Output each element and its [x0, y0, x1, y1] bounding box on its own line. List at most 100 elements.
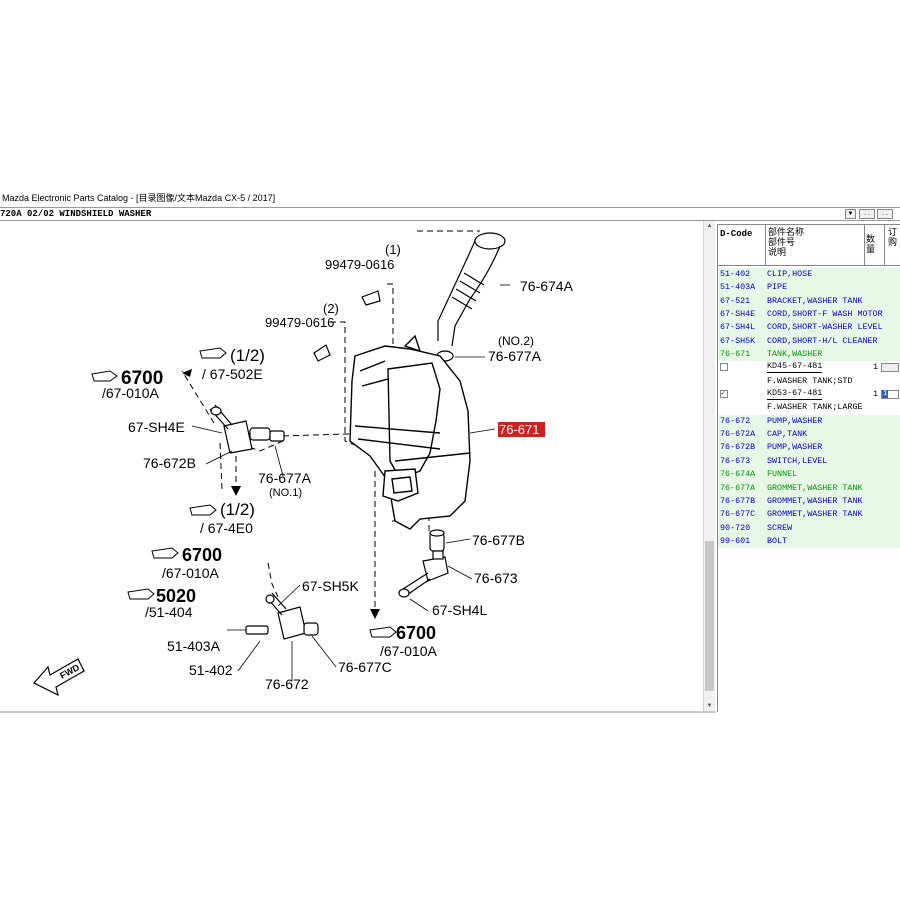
ref-5020[interactable]: 5020: [156, 586, 196, 606]
ref-6700-b[interactable]: 6700: [182, 545, 222, 565]
ref-half-a-sub[interactable]: / 67-502E: [202, 366, 263, 382]
header-divider: [864, 225, 865, 265]
table-row[interactable]: 67-SH4L CORD,SHORT-WASHER LEVEL: [718, 321, 900, 335]
label-screw2-pn[interactable]: 99479-0616: [265, 315, 334, 330]
ref-6700-b-sub[interactable]: /67-010A: [162, 565, 219, 581]
ref-6700-c-sub[interactable]: /67-010A: [380, 643, 437, 659]
label-cord-l[interactable]: 67-SH4L: [432, 602, 487, 618]
ref-5020-sub[interactable]: /51-404: [145, 604, 193, 620]
row-code: 76-673: [720, 455, 751, 466]
sub-part-desc: F.WASHER TANK;LARGE: [767, 402, 863, 413]
ref-6700-a[interactable]: 6700: [121, 368, 163, 389]
row-name: BOLT: [767, 535, 788, 546]
label-cord-k[interactable]: 67-SH5K: [302, 578, 359, 594]
section-path: 720A 02/02 WINDSHIELD WASHER: [0, 209, 152, 219]
row-name: TANK,WASHER: [767, 349, 823, 360]
row-code: 90-720: [720, 522, 751, 533]
ref-half-a[interactable]: (1/2): [230, 346, 265, 365]
label-cord-e[interactable]: 67-SH4E: [128, 419, 185, 435]
table-row[interactable]: 76-672B PUMP,WASHER: [718, 441, 900, 455]
row-code: 67-SH4L: [720, 322, 756, 333]
row-name: SCREW: [767, 522, 793, 533]
header-qty[interactable]: 数量: [866, 235, 876, 255]
label-grommet-a2[interactable]: 76-677A: [258, 470, 312, 486]
label-grommet-a[interactable]: 76-677A: [488, 348, 542, 364]
browse-button-2[interactable]: . .: [877, 209, 893, 219]
row-code: 99-601: [720, 535, 751, 546]
header-name-line-2: 部件号: [768, 238, 796, 248]
sub-part-number[interactable]: KD45-67-481: [767, 361, 823, 374]
diagram-canvas: FWD (1) 99479-0616 (2) 99479-0616 76-674…: [33, 230, 574, 697]
label-grommet-a2-idx[interactable]: (NO.1): [269, 487, 302, 499]
label-pipe[interactable]: 51-403A: [167, 638, 221, 654]
diagram-vertical-scrollbar[interactable]: ▲ ▼: [703, 221, 715, 711]
label-screw2-idx[interactable]: (2): [323, 301, 339, 316]
label-tank-highlight[interactable]: 76-671: [499, 422, 539, 437]
row-name: CORD,SHORT-H/L CLEANER: [767, 335, 878, 346]
label-pump-b[interactable]: 76-672B: [143, 455, 196, 471]
label-switch[interactable]: 76-673: [474, 570, 518, 586]
ref-6700-a-sub[interactable]: /67-010A: [102, 385, 159, 401]
parts-diagram[interactable]: FWD (1) 99479-0616 (2) 99479-0616 76-674…: [0, 221, 716, 711]
row-name: CORD,SHORT-F WASH MOTOR: [767, 309, 883, 320]
header-name[interactable]: 部件名称 部件号 说明: [768, 228, 804, 258]
scroll-thumb[interactable]: [705, 541, 714, 691]
label-screw1-idx[interactable]: (1): [385, 242, 401, 257]
scroll-up-arrow-icon[interactable]: ▲: [706, 223, 713, 229]
sub-part-row[interactable]: KD45-67-481 1: [718, 361, 900, 375]
sub-part-qty: 1: [873, 389, 879, 400]
table-row[interactable]: 90-720 SCREW: [718, 521, 900, 535]
sub-part-row[interactable]: ✓ KD53-67-481 1 1: [718, 388, 900, 402]
header-order[interactable]: 订购: [888, 228, 898, 248]
label-pump[interactable]: 76-672: [265, 676, 309, 692]
sub-part-checkbox[interactable]: [720, 363, 728, 372]
label-grommet-c[interactable]: 76-677C: [338, 659, 392, 675]
ref-half-b-sub[interactable]: / 67-4E0: [200, 520, 253, 536]
label-grommet-a-idx[interactable]: (NO.2): [498, 334, 534, 348]
row-code: 76-677A: [720, 482, 756, 493]
header-divider: [765, 225, 766, 265]
header-dcode[interactable]: D-Code: [720, 229, 753, 239]
row-code: 76-671: [720, 349, 751, 360]
section-dropdown-button[interactable]: ▼: [845, 209, 856, 219]
ref-6700-c[interactable]: 6700: [396, 623, 436, 643]
row-name: BRACKET,WASHER TANK: [767, 295, 863, 306]
sub-part-number[interactable]: KD53-67-481: [767, 388, 823, 401]
label-clip[interactable]: 51-402: [189, 662, 233, 678]
row-name: GROMMET,WASHER TANK: [767, 509, 863, 520]
header-name-line-1: 部件名称: [768, 228, 805, 238]
table-row[interactable]: 67-SH5K CORD,SHORT-H/L CLEANER: [718, 334, 900, 349]
row-name: CORD,SHORT-WASHER LEVEL: [767, 322, 883, 333]
table-row[interactable]: 67-SH4E CORD,SHORT-F WASH MOTOR: [718, 308, 900, 322]
browse-button[interactable]: . .: [859, 209, 875, 219]
sub-part-checkbox[interactable]: ✓: [720, 390, 728, 399]
row-code: 67-SH5K: [720, 335, 756, 346]
label-grommet-b[interactable]: 76-677B: [472, 532, 525, 548]
label-screw1-pn[interactable]: 99479-0616: [325, 257, 394, 272]
sub-part-order-input[interactable]: [881, 363, 899, 373]
section-path-bar: 720A 02/02 WINDSHIELD WASHER ▼ . . . .: [0, 207, 900, 221]
parts-list-header: D-Code 部件名称 部件号 说明 数量 订购: [718, 225, 900, 266]
scroll-down-arrow-icon[interactable]: ▼: [706, 703, 713, 709]
row-name: PUMP,WASHER: [767, 442, 823, 453]
label-funnel[interactable]: 76-674A: [520, 278, 574, 294]
ref-half-b[interactable]: (1/2): [220, 500, 255, 519]
table-row[interactable]: 99-601 BOLT: [718, 534, 900, 549]
row-code: 76-672B: [720, 442, 756, 453]
row-code: 51-403A: [720, 282, 756, 293]
sub-part-order-input[interactable]: 1: [881, 390, 899, 400]
table-row[interactable]: 76-671 TANK,WASHER: [718, 348, 900, 362]
row-code: 67-SH4E: [720, 309, 756, 320]
